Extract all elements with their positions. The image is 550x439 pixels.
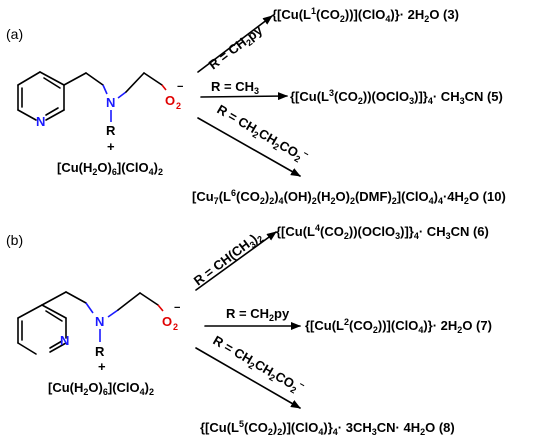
carboxylate-o-a: O <box>165 93 175 108</box>
carboxylate-charge-a: − <box>177 81 183 93</box>
ring-nitrogen-b: N <box>60 333 69 348</box>
product-6: {[Cu(L4(CO2))(OClO3)]}4· CH3CN (6) <box>276 223 489 241</box>
panel-b-label: (b) <box>6 232 23 248</box>
condition-a2: R = CH3 <box>211 79 259 96</box>
amine-nitrogen-b: N <box>95 314 104 329</box>
product-7: {[Cu(L2(CO2))](ClO4)}· 2H2O (7) <box>305 317 492 335</box>
copper-reagent-a: [Cu(H2O)6](ClO4)2 <box>57 160 163 177</box>
copper-reagent-b: [Cu(H2O)6](ClO4)2 <box>48 380 154 397</box>
pyridine-ring-b <box>17 304 67 355</box>
reaction-arrow-a2 <box>200 92 288 101</box>
carboxylate-sub-a: 2 <box>176 101 181 111</box>
product-8: {[Cu(L5(CO2)2)](ClO4)}4· 3CH3CN· 4H2O (8… <box>200 419 455 437</box>
product-5: {[Cu(L3(CO2))(OClO3)]}4· CH3CN (5) <box>290 88 503 106</box>
pyridine-ring-a <box>17 71 65 121</box>
condition-a1: R = CH2py <box>206 22 267 74</box>
product-10: [Cu7(L6(CO2)2)4(OH)2(H2O)2(DMF)2](ClO4)4… <box>192 188 506 206</box>
amine-nitrogen-a: N <box>106 95 115 110</box>
r-group-b: R <box>95 344 105 359</box>
panel-a-label: (a) <box>6 26 23 42</box>
reaction-arrow-a3 <box>197 117 301 177</box>
plus-sign-b: + <box>98 359 106 374</box>
panel-b: (b) N N R O <box>6 223 492 437</box>
panel-a: (a) N N R O <box>6 6 506 206</box>
plus-sign-a: + <box>107 139 115 154</box>
condition-a3: R = CH2CH2CO2− <box>214 100 311 167</box>
reaction-arrow-b1 <box>195 231 277 291</box>
ring-nitrogen-a: N <box>36 114 45 129</box>
condition-b1: R = CH(CH3)2 <box>191 228 265 290</box>
carboxylate-sub-b: 2 <box>173 322 178 332</box>
ligand-structure-b: N N R O 2 − <box>17 291 180 359</box>
carboxylate-charge-b: − <box>174 302 180 314</box>
r-group-a: R <box>106 123 116 138</box>
ligand-structure-a: N N R O 2 − <box>17 71 183 138</box>
product-3: {[Cu(L1(CO2))](ClO4)}· 2H2O (3) <box>272 6 459 24</box>
condition-b2: R = CH2py <box>226 306 290 323</box>
reaction-arrow-b3 <box>195 347 301 409</box>
reaction-arrow-a1 <box>197 15 273 73</box>
carboxylate-o-b: O <box>162 314 172 329</box>
